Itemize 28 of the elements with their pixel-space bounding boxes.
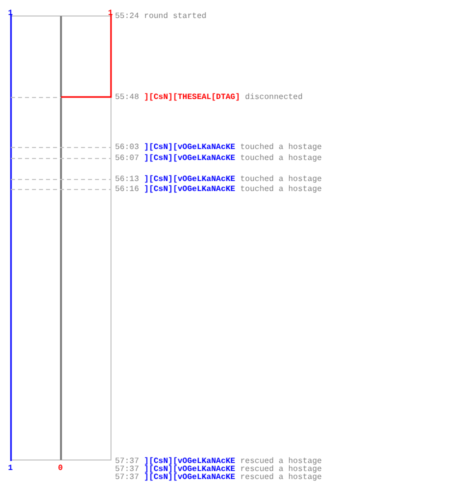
player-name: ][CsN][THESEAL[DTAG]	[144, 93, 240, 102]
player-name: ][CsN][vOGeLKaNAcKE	[144, 143, 236, 152]
event-time: 56:13	[115, 175, 140, 184]
event-time: 57:37	[115, 473, 140, 482]
player-name: ][CsN][vOGeLKaNAcKE	[144, 185, 236, 194]
event-time: 57:37	[115, 457, 140, 466]
event-time: 56:16	[115, 185, 140, 194]
event-text: rescued a hostage	[240, 473, 322, 482]
player-name: ][CsN][vOGeLKaNAcKE	[144, 175, 236, 184]
player-name: ][CsN][vOGeLKaNAcKE	[144, 473, 236, 482]
event-time: 56:07	[115, 154, 140, 163]
score-number: 1	[8, 464, 13, 473]
event-text: rescued a hostage	[240, 465, 322, 474]
event-time: 56:03	[115, 143, 140, 152]
event-text: touched a hostage	[240, 185, 322, 194]
player-name: ][CsN][vOGeLKaNAcKE	[144, 465, 236, 474]
player-name: ][CsN][vOGeLKaNAcKE	[144, 457, 236, 466]
event-text: round started	[144, 12, 206, 21]
event-time: 55:48	[115, 93, 140, 102]
event-text: touched a hostage	[240, 175, 322, 184]
player-name: ][CsN][vOGeLKaNAcKE	[144, 154, 236, 163]
event-time: 55:24	[115, 12, 140, 21]
score-number: 0	[58, 464, 63, 473]
event-text: rescued a hostage	[240, 457, 322, 466]
event-text: disconnected	[245, 93, 303, 102]
event-time: 57:37	[115, 465, 140, 474]
event-text: touched a hostage	[240, 154, 322, 163]
event-text: touched a hostage	[240, 143, 322, 152]
